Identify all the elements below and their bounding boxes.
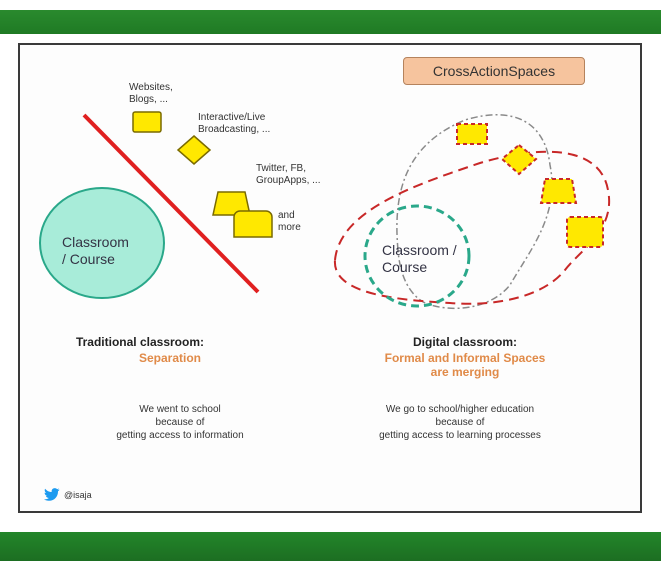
diagram-canvas [39, 111, 611, 309]
slide-frame: CrossActionSpaces Websites, Blogs, ... I… [18, 43, 642, 513]
left-circle-label: Classroom / Course [62, 234, 129, 267]
more-rounded-shape [233, 210, 273, 238]
right-caption: We go to school/higher education because… [379, 404, 541, 441]
broadcasting-label: Interactive/Live Broadcasting, ... [198, 112, 271, 135]
right-classroom-circle [363, 204, 471, 308]
broadcast-diamond-shape [176, 135, 212, 165]
more-rounded-shape-right [566, 216, 604, 248]
separation-label: Separation [138, 351, 201, 365]
twitter-credit: @isaja [44, 488, 92, 501]
social-trapezoid-shape-right [539, 178, 578, 204]
digital-heading: Digital classroom: [412, 335, 518, 349]
bottom-green-bar [0, 532, 661, 561]
top-green-bar [0, 10, 661, 34]
traditional-heading: Traditional classroom: [75, 335, 205, 349]
cross-action-spaces-badge: CrossActionSpaces [403, 57, 585, 85]
red-dashed-blob [333, 150, 611, 305]
merging-label: Formal and Informal Spaces are merging [384, 351, 546, 379]
website-square-shape [132, 111, 162, 133]
right-circle-label: Classroom / Course [382, 242, 457, 275]
more-label: and more [278, 210, 301, 233]
left-classroom-circle [39, 187, 165, 299]
website-square-shape-right [456, 123, 488, 145]
twitter-bird-icon [44, 488, 60, 501]
websites-label: Websites, Blogs, ... [129, 82, 173, 105]
broadcast-diamond-shape-right [500, 143, 538, 176]
twitter-handle-label: @isaja [64, 489, 92, 500]
separator-line [82, 113, 260, 294]
left-caption: We went to school because of getting acc… [116, 404, 244, 441]
social-label: Twitter, FB, GroupApps, ... [256, 163, 321, 186]
